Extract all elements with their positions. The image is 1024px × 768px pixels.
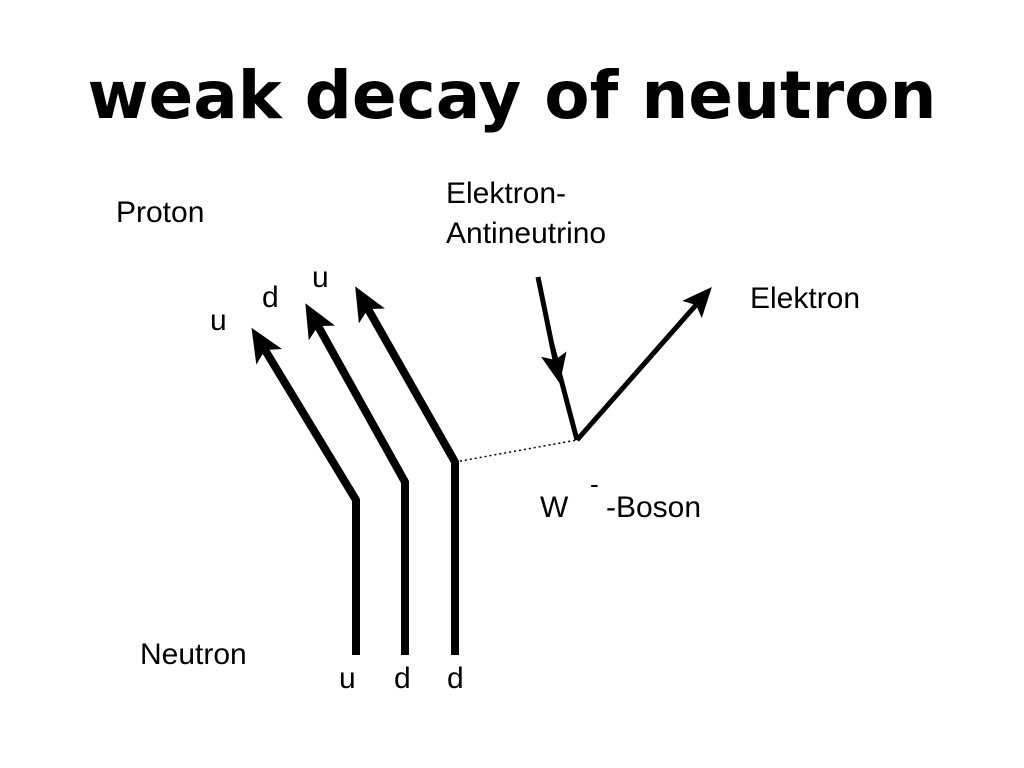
- proton-quark-arrow: [305, 303, 409, 486]
- w-boson-charge: -: [590, 469, 599, 499]
- quark-line-d-right: [355, 286, 459, 655]
- quark-line-u-left: [251, 327, 360, 655]
- neutron-quark-label: d: [394, 662, 411, 695]
- w-boson-label: W - -Boson: [540, 469, 701, 524]
- neutron-quark-label: d: [447, 662, 464, 695]
- antineutrino-label-line1: Elektron-: [446, 177, 566, 210]
- proton-quark-arrow: [355, 286, 459, 466]
- w-boson-name: -Boson: [606, 491, 701, 524]
- electron-arrow: [575, 286, 712, 442]
- slide-title: weak decay of neutron: [87, 57, 937, 134]
- proton-quark-arrow: [251, 327, 360, 504]
- quark-line-d-middle: [305, 303, 409, 655]
- electron-label: Elektron: [750, 282, 860, 315]
- proton-label: Proton: [116, 196, 204, 229]
- antineutrino-label-line2: Antineutrino: [446, 217, 606, 250]
- antineutrino-tail: [549, 344, 580, 441]
- w-boson-symbol: W: [540, 491, 569, 524]
- antineutrino-line: [535, 276, 580, 441]
- w-boson-propagator: [454, 439, 578, 463]
- proton-quark-label: u: [312, 261, 329, 294]
- proton-quark-label: d: [262, 281, 279, 314]
- neutron-quark-label: u: [339, 662, 356, 695]
- proton-quark-label: u: [210, 304, 227, 337]
- neutron-label: Neutron: [140, 638, 247, 671]
